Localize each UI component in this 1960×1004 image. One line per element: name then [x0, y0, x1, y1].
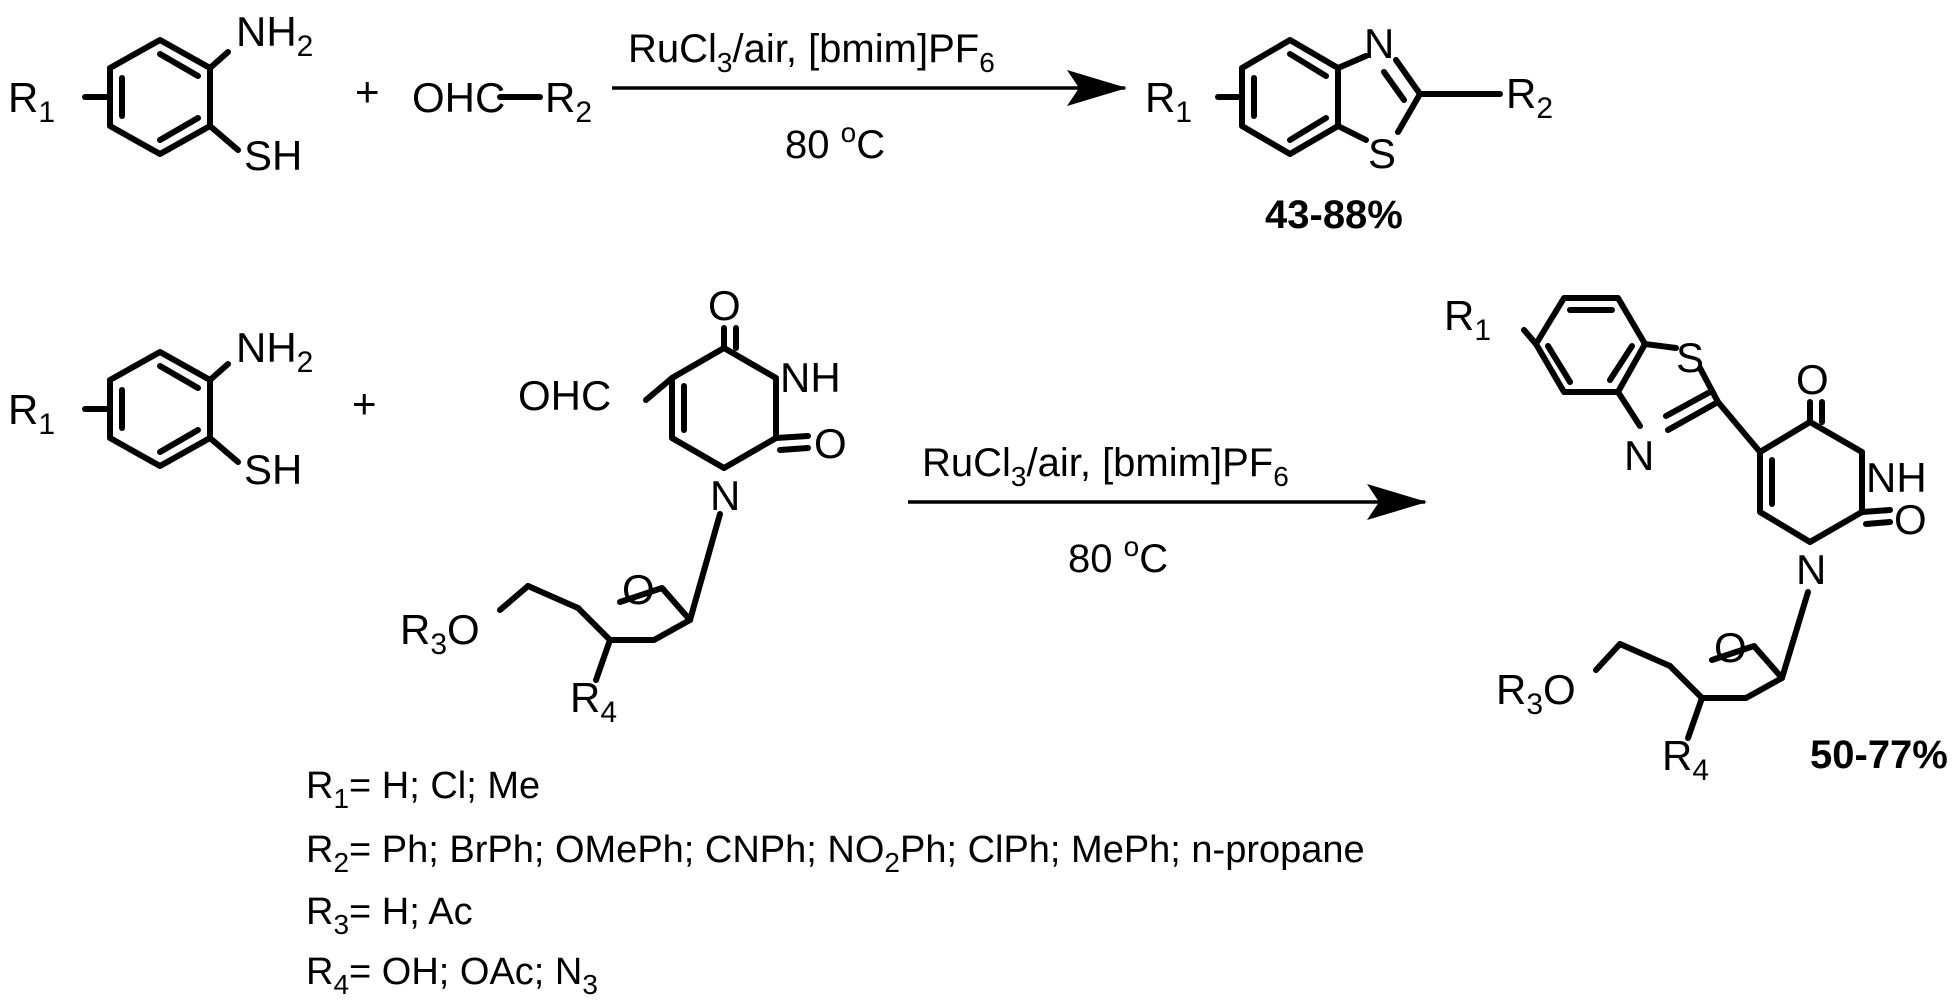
thiol-bond	[207, 123, 241, 153]
r4-substituent: R4	[570, 674, 617, 729]
reaction-arrow-2: RuCl3/air, [bmim]PF6 80 oC	[908, 441, 1427, 581]
aromatic-bond	[1607, 343, 1635, 383]
amine-group: NH2	[236, 8, 313, 63]
c2-c5-bond	[1715, 399, 1763, 455]
reaction-2: NH2 SH R1 + O NH O N OHC O R3O	[8, 282, 1948, 787]
aromatic-bond	[157, 363, 201, 391]
c2-o-double	[777, 445, 811, 453]
aldehyde: OHC R2	[412, 74, 592, 129]
ring-n1: N	[710, 472, 740, 519]
aromatic-bond	[1287, 51, 1329, 79]
c5-o-bond	[497, 583, 531, 613]
aminothiophenol-2: NH2 SH R1	[8, 324, 313, 493]
r1-substituent: R1	[1145, 74, 1192, 129]
carbonyl-oxygen-right: O	[814, 420, 847, 467]
amine-group: NH2	[236, 324, 313, 379]
reaction-1: NH2 SH R1 + OHC R2 RuCl3/air, [bmim]PF6 …	[8, 8, 1553, 237]
c3-r4-bond	[593, 637, 613, 683]
yield-2: 50-77%	[1810, 733, 1948, 777]
legend-r2: R2= Ph; BrPh; OMePh; CNPh; NO2Ph; ClPh; …	[306, 829, 1365, 878]
aminothiophenol-1: NH2 SH R1	[8, 8, 313, 179]
thiazole-nitrogen: N	[1364, 20, 1394, 67]
aromatic-bond	[1287, 115, 1329, 143]
carbonyl-oxygen-top: O	[708, 282, 741, 329]
legend-r1: R1= H; Cl; Me	[306, 765, 540, 814]
formyl-deoxyuridine: O NH O N OHC O R3O R4	[400, 282, 847, 729]
aromatic-bond	[157, 427, 201, 455]
r1-substituent: R1	[8, 386, 55, 441]
c4-c5-bond	[525, 583, 581, 611]
thiazole-c2-n-double	[1665, 399, 1721, 433]
conditions-temperature: 80 oC	[785, 117, 885, 167]
carbonyl-oxygen-top: O	[1796, 356, 1829, 403]
thiazole-sulfur: S	[1676, 334, 1704, 381]
r1-substituent: R1	[1444, 292, 1491, 347]
glycosidic-bond	[687, 511, 723, 623]
r4-substituent: R4	[1662, 732, 1709, 787]
c2-o-double	[1859, 507, 1893, 515]
r2-substituent: R2	[545, 74, 592, 129]
legend-r4: R4= OH; OAc; N3	[306, 951, 598, 1000]
sugar-ring	[575, 585, 693, 643]
benzothiazolyl-nucleoside-product: S N R1 O NH O N O R3O R4 50-77%	[1444, 292, 1948, 787]
c2-o-double	[773, 433, 811, 441]
conditions-catalyst: RuCl3/air, [bmim]PF6	[922, 441, 1289, 492]
ring-n1: N	[1796, 546, 1826, 593]
r1-substituent: R1	[8, 74, 55, 129]
thiazole-cs-bond	[1395, 91, 1423, 135]
r3o-group: R3O	[400, 606, 480, 661]
amine-bond	[207, 361, 231, 383]
thiazole-cn-double	[1381, 69, 1407, 103]
thiazole-sulfur: S	[1368, 130, 1396, 177]
formyl-group: OHC	[518, 372, 611, 419]
pyrimidine-ring	[1757, 419, 1865, 545]
c3-r4-bond	[1685, 695, 1705, 741]
thiazole-nitrogen: N	[1624, 432, 1654, 479]
thiol-group: SH	[244, 446, 302, 493]
thiazole-c2-s	[1697, 365, 1721, 405]
pyrimidine-ring	[669, 345, 779, 471]
ring-oxygen: O	[622, 566, 655, 613]
plus-sign: +	[355, 68, 380, 115]
ring-oxygen: O	[1714, 624, 1747, 671]
formyl-bond	[643, 375, 675, 403]
r1-bond	[1521, 327, 1539, 347]
aromatic-bond	[157, 115, 201, 143]
plus-sign: +	[352, 380, 377, 427]
thiazole-c2-n-double	[1663, 389, 1713, 419]
thiazole-cn-bond	[1615, 389, 1643, 429]
thiazole-bond	[1335, 53, 1369, 71]
thiol-group: SH	[244, 132, 302, 179]
aromatic-bond	[157, 51, 201, 79]
ring-nh: NH	[1866, 454, 1927, 501]
thiazole-cs-bond	[1642, 341, 1679, 351]
r2-substituent: R2	[1506, 70, 1553, 125]
thiazole-cn-double	[1393, 57, 1423, 97]
c5-o-bond	[1593, 641, 1623, 673]
benzothiazole-product-1: N S R2 R1 43-88%	[1145, 20, 1553, 237]
conditions-temperature: 80 oC	[1068, 531, 1168, 581]
conditions-catalyst: RuCl3/air, [bmim]PF6	[628, 27, 995, 78]
reaction-arrow-1: RuCl3/air, [bmim]PF6 80 oC	[612, 27, 1127, 167]
substituent-legend: R1= H; Cl; Me R2= Ph; BrPh; OMePh; CNPh;…	[306, 765, 1365, 1000]
thiazole-bond	[1335, 123, 1369, 143]
aromatic-bond	[1545, 343, 1573, 385]
c4-c5-bond	[1617, 641, 1673, 669]
formyl-group: OHC	[412, 74, 505, 121]
amine-bond	[207, 49, 231, 71]
r3o-group: R3O	[1496, 666, 1576, 721]
yield-1: 43-88%	[1265, 193, 1403, 237]
c2-o-double	[1863, 519, 1893, 527]
thiol-bond	[207, 435, 241, 465]
sugar-ring	[1667, 643, 1785, 701]
ring-nh: NH	[780, 354, 841, 401]
legend-r3: R3= H; Ac	[306, 891, 473, 940]
carbonyl-oxygen-right: O	[1894, 496, 1927, 543]
glycosidic-bond	[1779, 589, 1811, 681]
